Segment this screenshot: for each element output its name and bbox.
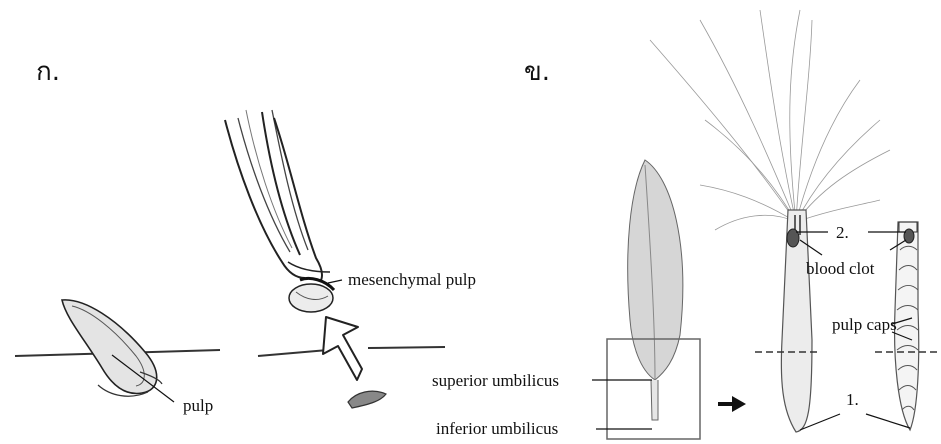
label-number-1: 1. (846, 390, 859, 409)
label-mesenchymal-pulp: mesenchymal pulp (348, 270, 476, 289)
follicle-remnant (348, 391, 386, 408)
feather-section-drawing (895, 222, 919, 430)
whole-feather-drawing (628, 160, 683, 420)
label-inferior-umbilicus: inferior umbilicus (436, 419, 558, 438)
label-pulp-caps: pulp caps (832, 315, 897, 334)
panel-b-label: ข. (524, 57, 550, 87)
plucked-feather-drawing (225, 110, 334, 312)
label-blood-clot: blood clot (806, 259, 875, 278)
downy-barbs-drawing (650, 10, 890, 230)
upward-arrow-icon (323, 317, 362, 380)
right-arrow-icon (718, 396, 746, 412)
feather-shaft-drawing (781, 210, 812, 432)
label-number-2: 2. (836, 223, 849, 242)
number-1-leader-right (866, 414, 910, 428)
label-pulp: pulp (183, 396, 213, 415)
label-superior-umbilicus: superior umbilicus (432, 371, 559, 390)
panel-a-label: ก. (36, 57, 60, 87)
mesenchymal-pulp-leader (328, 280, 342, 283)
